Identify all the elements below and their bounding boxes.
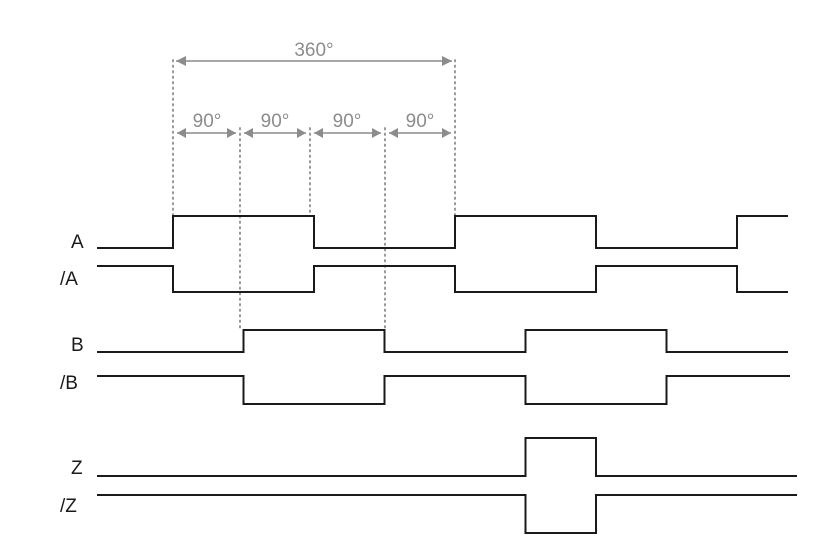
arrow-left-icon [177,128,186,138]
dimension-360: 360° [176,40,452,66]
signal-label-z-bar: /Z [60,496,77,517]
waveform-z-bar [97,494,797,534]
dimension-90-label: 90° [261,111,290,132]
arrow-left-icon [314,128,323,138]
arrow-right-icon [442,128,451,138]
arrow-left-icon [389,128,398,138]
arrow-right-icon [372,128,381,138]
signal-labels: A /A B /B Z /Z [60,232,84,517]
signal-label-b: B [71,335,84,356]
waveforms [97,215,797,534]
waveform-z [97,437,797,477]
dimension-90-group: 90° 90° 90° 90° [177,111,451,138]
waveform-a-bar [97,265,788,293]
arrow-right-icon [227,128,236,138]
arrow-left-icon [176,56,186,66]
signal-label-b-bar: /B [60,373,78,394]
waveform-b-bar [97,375,790,405]
signal-label-a: A [71,232,84,253]
arrow-left-icon [244,128,253,138]
waveform-a [97,215,788,249]
arrow-right-icon [297,128,306,138]
dimension-90-label: 90° [333,111,362,132]
signal-label-z: Z [71,458,83,479]
arrow-right-icon [442,56,452,66]
dimension-90-label: 90° [406,111,435,132]
guide-lines [172,59,456,331]
waveform-b [97,329,788,353]
dimension-360-label: 360° [294,40,333,61]
dimension-90-label: 90° [193,111,222,132]
signal-label-a-bar: /A [60,269,78,290]
